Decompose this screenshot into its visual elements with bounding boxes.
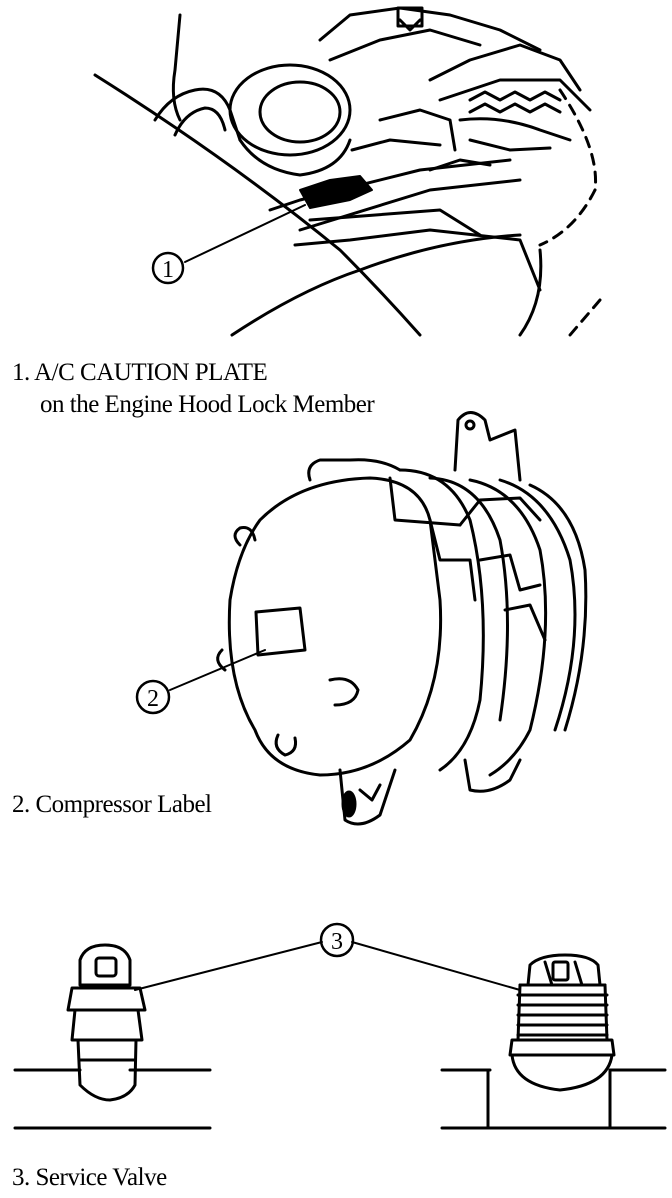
callout-circle-2 — [135, 679, 171, 715]
caption-caution-plate-line2: on the Engine Hood Lock Member — [40, 391, 375, 418]
callout-circle-3 — [319, 922, 355, 958]
caption-caution-plate-line1: 1. A/C CAUTION PLATE — [12, 359, 268, 386]
callout-circle-1 — [151, 251, 185, 285]
service-valve-right — [440, 953, 667, 1130]
caption-compressor-label: 2. Compressor Label — [12, 791, 212, 818]
caption-service-valve: 3. Service Valve — [12, 1164, 167, 1191]
compressor-illustration — [169, 411, 588, 826]
callout-number-1: 1 — [162, 257, 174, 283]
callout-number-3: 3 — [331, 929, 343, 955]
service-valve-left — [13, 943, 212, 1130]
engine-hood-illustration — [93, 6, 602, 337]
callout-number-2: 2 — [147, 686, 159, 712]
